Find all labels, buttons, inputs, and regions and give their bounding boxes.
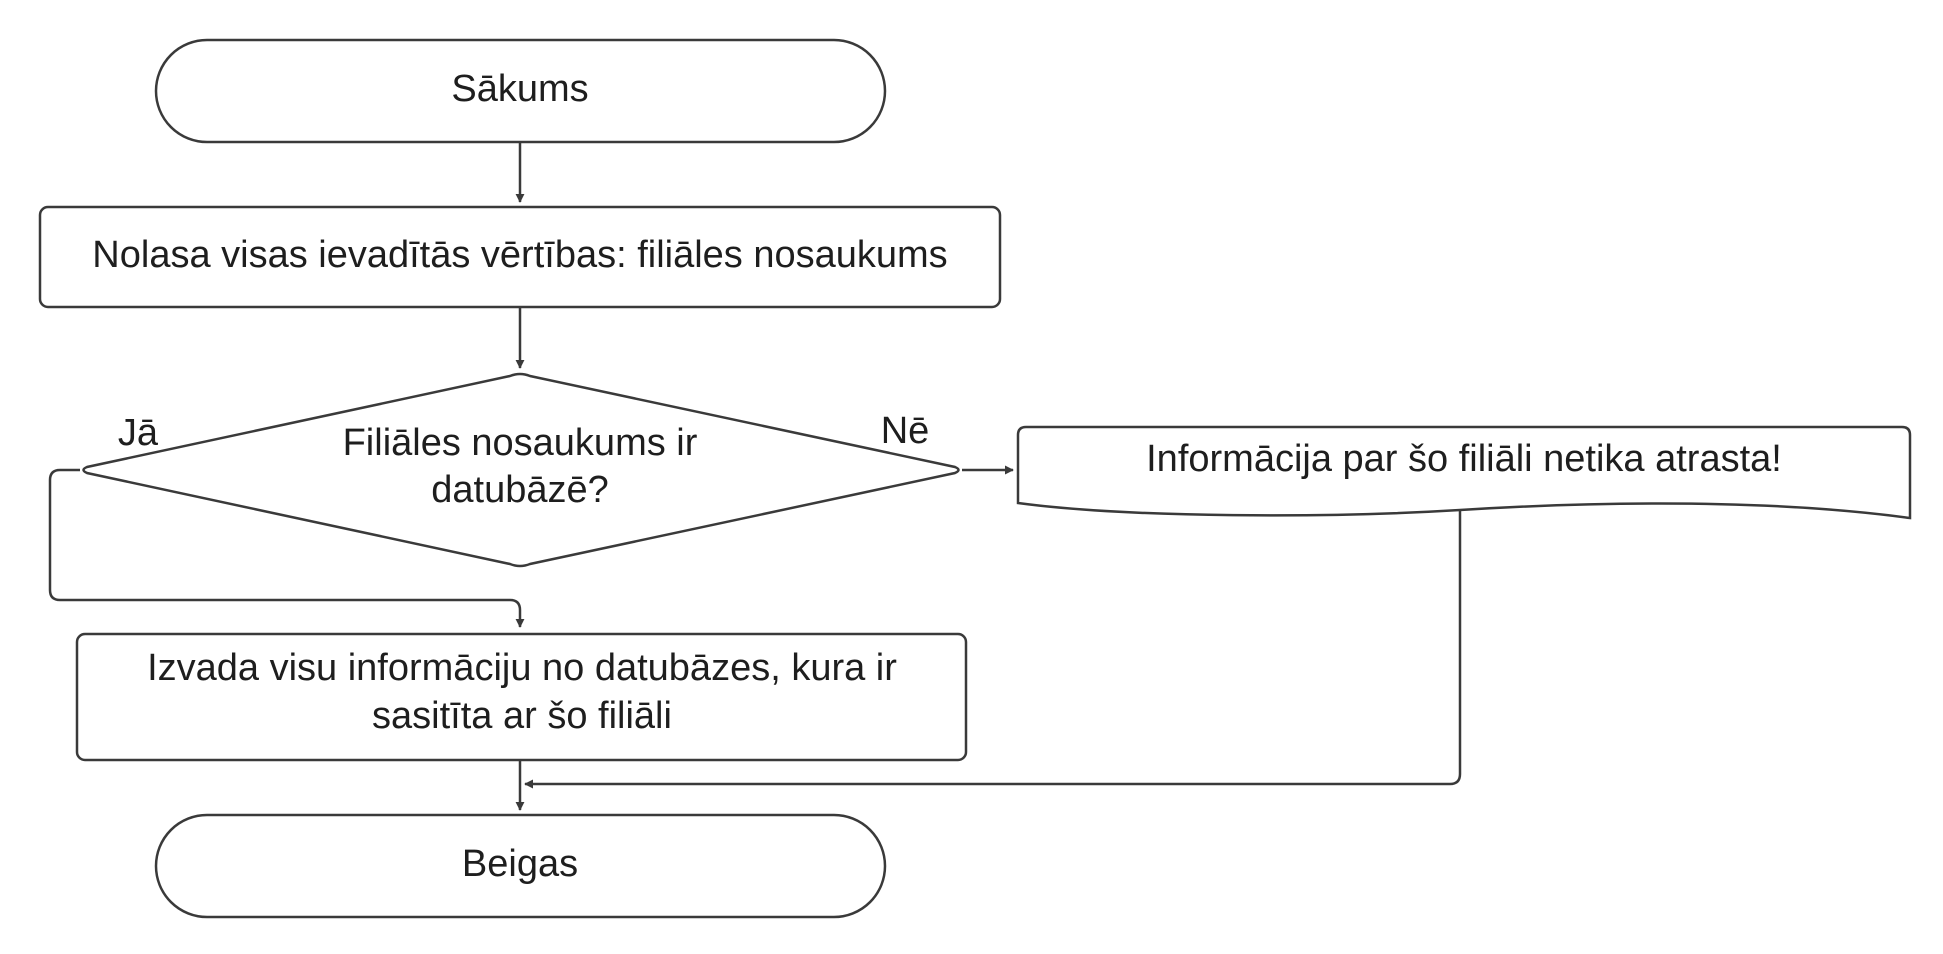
- decision-label-line1: Filiāles nosaukums ir: [343, 422, 698, 464]
- output-process-shape: [75, 632, 968, 762]
- read-input-label: Nolasa visas ievadītās vērtības: filiāle…: [92, 234, 947, 276]
- start-terminator-shape: [154, 38, 887, 144]
- end-terminator-shape: [154, 813, 887, 919]
- start-node: Sākums: [154, 38, 887, 144]
- decision-node: Filiāles nosaukums ir datubāzē?: [82, 372, 960, 568]
- not-found-document-shape: [1016, 425, 1912, 520]
- start-label: Sākums: [451, 68, 588, 110]
- end-label: Beigas: [462, 843, 578, 885]
- edge-decision-yes-to-output: [48, 468, 525, 628]
- edge-document-to-end: [524, 507, 1462, 789]
- not-found-node: Informācija par šo filiāli netika atrast…: [1016, 425, 1912, 520]
- not-found-label: Informācija par šo filiāli netika atrast…: [1146, 438, 1782, 480]
- yes-branch-label: Jā: [118, 412, 159, 454]
- connectors: [48, 142, 1462, 811]
- no-branch-label: Nē: [881, 410, 930, 452]
- decision-label-line2: datubāzē?: [431, 469, 609, 511]
- output-node: Izvada visu informāciju no datubāzes, ku…: [75, 632, 968, 762]
- end-node: Beigas: [154, 813, 887, 919]
- output-label-line1: Izvada visu informāciju no datubāzes, ku…: [147, 647, 897, 689]
- output-label-line2: sasitīta ar šo filiāli: [372, 695, 672, 737]
- read-input-process-shape: [38, 205, 1002, 309]
- read-input-node: Nolasa visas ievadītās vērtības: filiāle…: [38, 205, 1002, 309]
- decision-diamond-shape: [82, 372, 960, 568]
